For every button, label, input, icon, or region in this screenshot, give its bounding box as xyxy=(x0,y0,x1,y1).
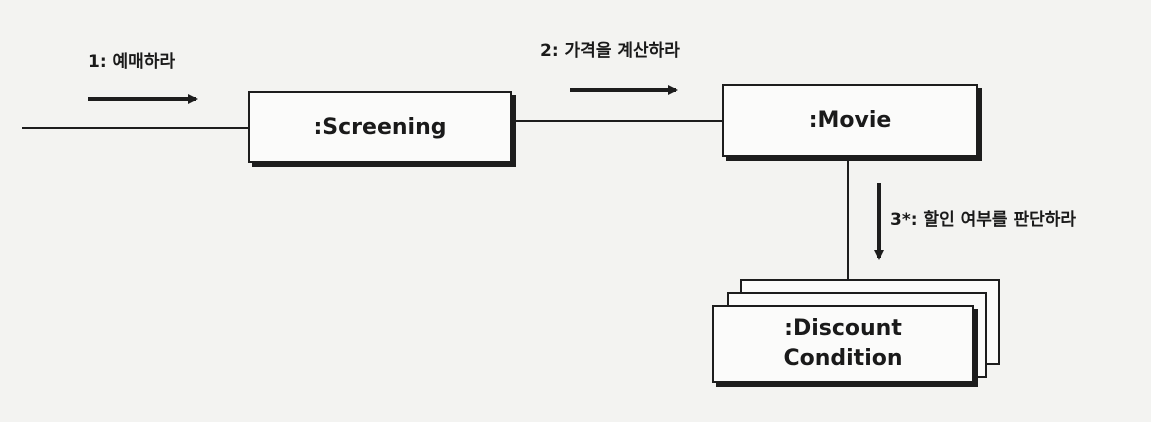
message-label-2: 2: 가격을 계산하라 xyxy=(540,41,680,61)
object-discount-label-line2: Condition xyxy=(783,346,903,371)
object-discount-label-line1: :Discount xyxy=(784,316,902,341)
object-screening: :Screening xyxy=(248,91,512,163)
message-label-1: 1: 예매하라 xyxy=(88,52,176,72)
object-movie-label: :Movie xyxy=(808,108,892,133)
message-label-3: 3*: 할인 여부를 판단하라 xyxy=(890,210,1077,230)
object-screening-label: :Screening xyxy=(313,114,447,140)
object-discount-condition: :Discount Condition xyxy=(712,305,974,383)
object-movie: :Movie xyxy=(722,84,978,157)
